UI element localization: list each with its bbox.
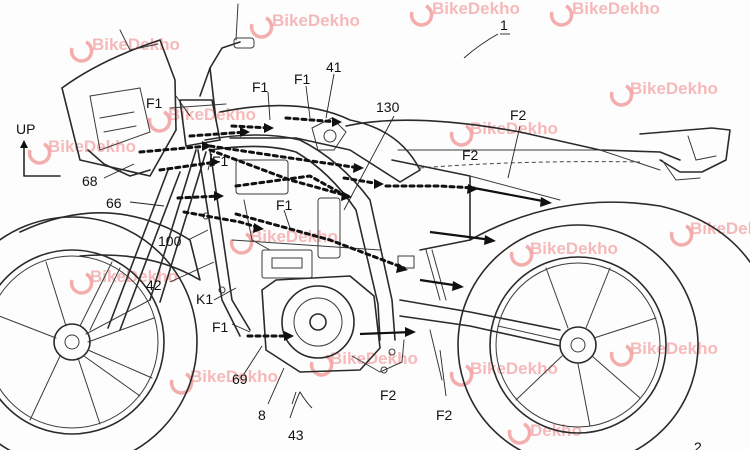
rear-fender [469,201,750,263]
label-assembly: 1 [500,17,508,33]
watermark-2: BikeDekho [249,11,360,39]
seat-rear-body [345,119,731,251]
label-130: 130 [376,99,400,115]
watermark-3: BikeDekho [409,0,520,27]
watermark-1: BikeDekho [69,35,180,63]
swingarm [397,249,561,381]
rear-wheel [457,224,699,450]
svg-text:BikeDekho: BikeDekho [630,339,718,358]
watermark-12: BikeDekho [509,239,618,267]
label-8: 8 [258,407,266,423]
engine [261,275,405,374]
arrowheads [202,117,552,341]
svg-text:UP: UP [16,121,35,137]
label-69: 69 [232,371,248,387]
svg-text:BikeDekho: BikeDekho [630,79,718,98]
fuel-tank [219,104,421,183]
svg-text:BikeDekho: BikeDekho [90,267,178,286]
label-k1: K1 [196,291,213,307]
svg-text:BikeDekho: BikeDekho [530,239,618,258]
watermark-13: BikeDekho [169,367,278,395]
svg-text:BikeDekho: BikeDekho [690,219,750,238]
front-fork [107,149,207,331]
up-indicator: UP [16,121,61,177]
watermark-16: BikeDekho [609,339,718,367]
svg-text:BikeDekho: BikeDekho [190,367,278,386]
label-100: 100 [158,233,182,249]
label-68: 68 [82,173,98,189]
label-66: 66 [106,195,122,211]
watermark-5: BikeDekho [27,137,136,165]
label-frame-top: 41 [326,59,342,75]
label-43: 43 [288,427,304,443]
label-f1-5: F1 [276,197,293,213]
svg-text:BikeDekho: BikeDekho [250,227,338,246]
reference-labels: 1 41 130 68 66 100 42 K1 69 8 43 2 F1 F1… [82,17,702,450]
label-f1-3: F1 [294,71,311,87]
label-f2-2: F2 [462,147,479,163]
watermark-4: BikeDekho [549,0,660,27]
label-f1-6: F1 [212,319,229,335]
svg-text:BikeDekho: BikeDekho [272,11,360,30]
watermarks: BikeDekho BikeDekho BikeDekho BikeDekho … [27,0,750,445]
label-2: 2 [694,439,702,450]
watermark-11: BikeDekho [309,349,418,377]
front-wheel [0,216,198,450]
svg-text:BikeDekho: BikeDekho [470,119,558,138]
label-f2-1: F2 [510,107,527,123]
label-f2-3: F2 [380,387,397,403]
electrical-box [202,159,341,294]
main-frame [197,134,396,341]
label-f1-1: F1 [146,95,163,111]
label-f1-2: F1 [252,79,269,95]
watermark-10: BikeDekho [229,227,338,255]
svg-text:BikeDekho: BikeDekho [432,0,520,18]
svg-text:BikeDekho: BikeDekho [48,137,136,156]
watermark-8: BikeDekho [609,79,718,107]
front-cowl [61,29,177,177]
label-42: 42 [146,277,162,293]
svg-text:BikeDekho: BikeDekho [572,0,660,18]
watermark-9: BikeDekho [69,267,178,295]
handlebar [169,3,255,147]
label-f1-4: F1 [212,153,229,169]
front-fender [19,212,201,281]
svg-text:BikeDekho: BikeDekho [330,349,418,368]
watermark-7: BikeDekho [449,119,558,147]
watermark-14: BikeDekho [669,219,750,247]
svg-text:BikeDekho: BikeDekho [470,359,558,378]
svg-text:BikeDekho: BikeDekho [92,35,180,54]
label-f2-4: F2 [436,407,453,423]
airflow-f1 [138,116,476,338]
leader-lines [103,33,521,419]
